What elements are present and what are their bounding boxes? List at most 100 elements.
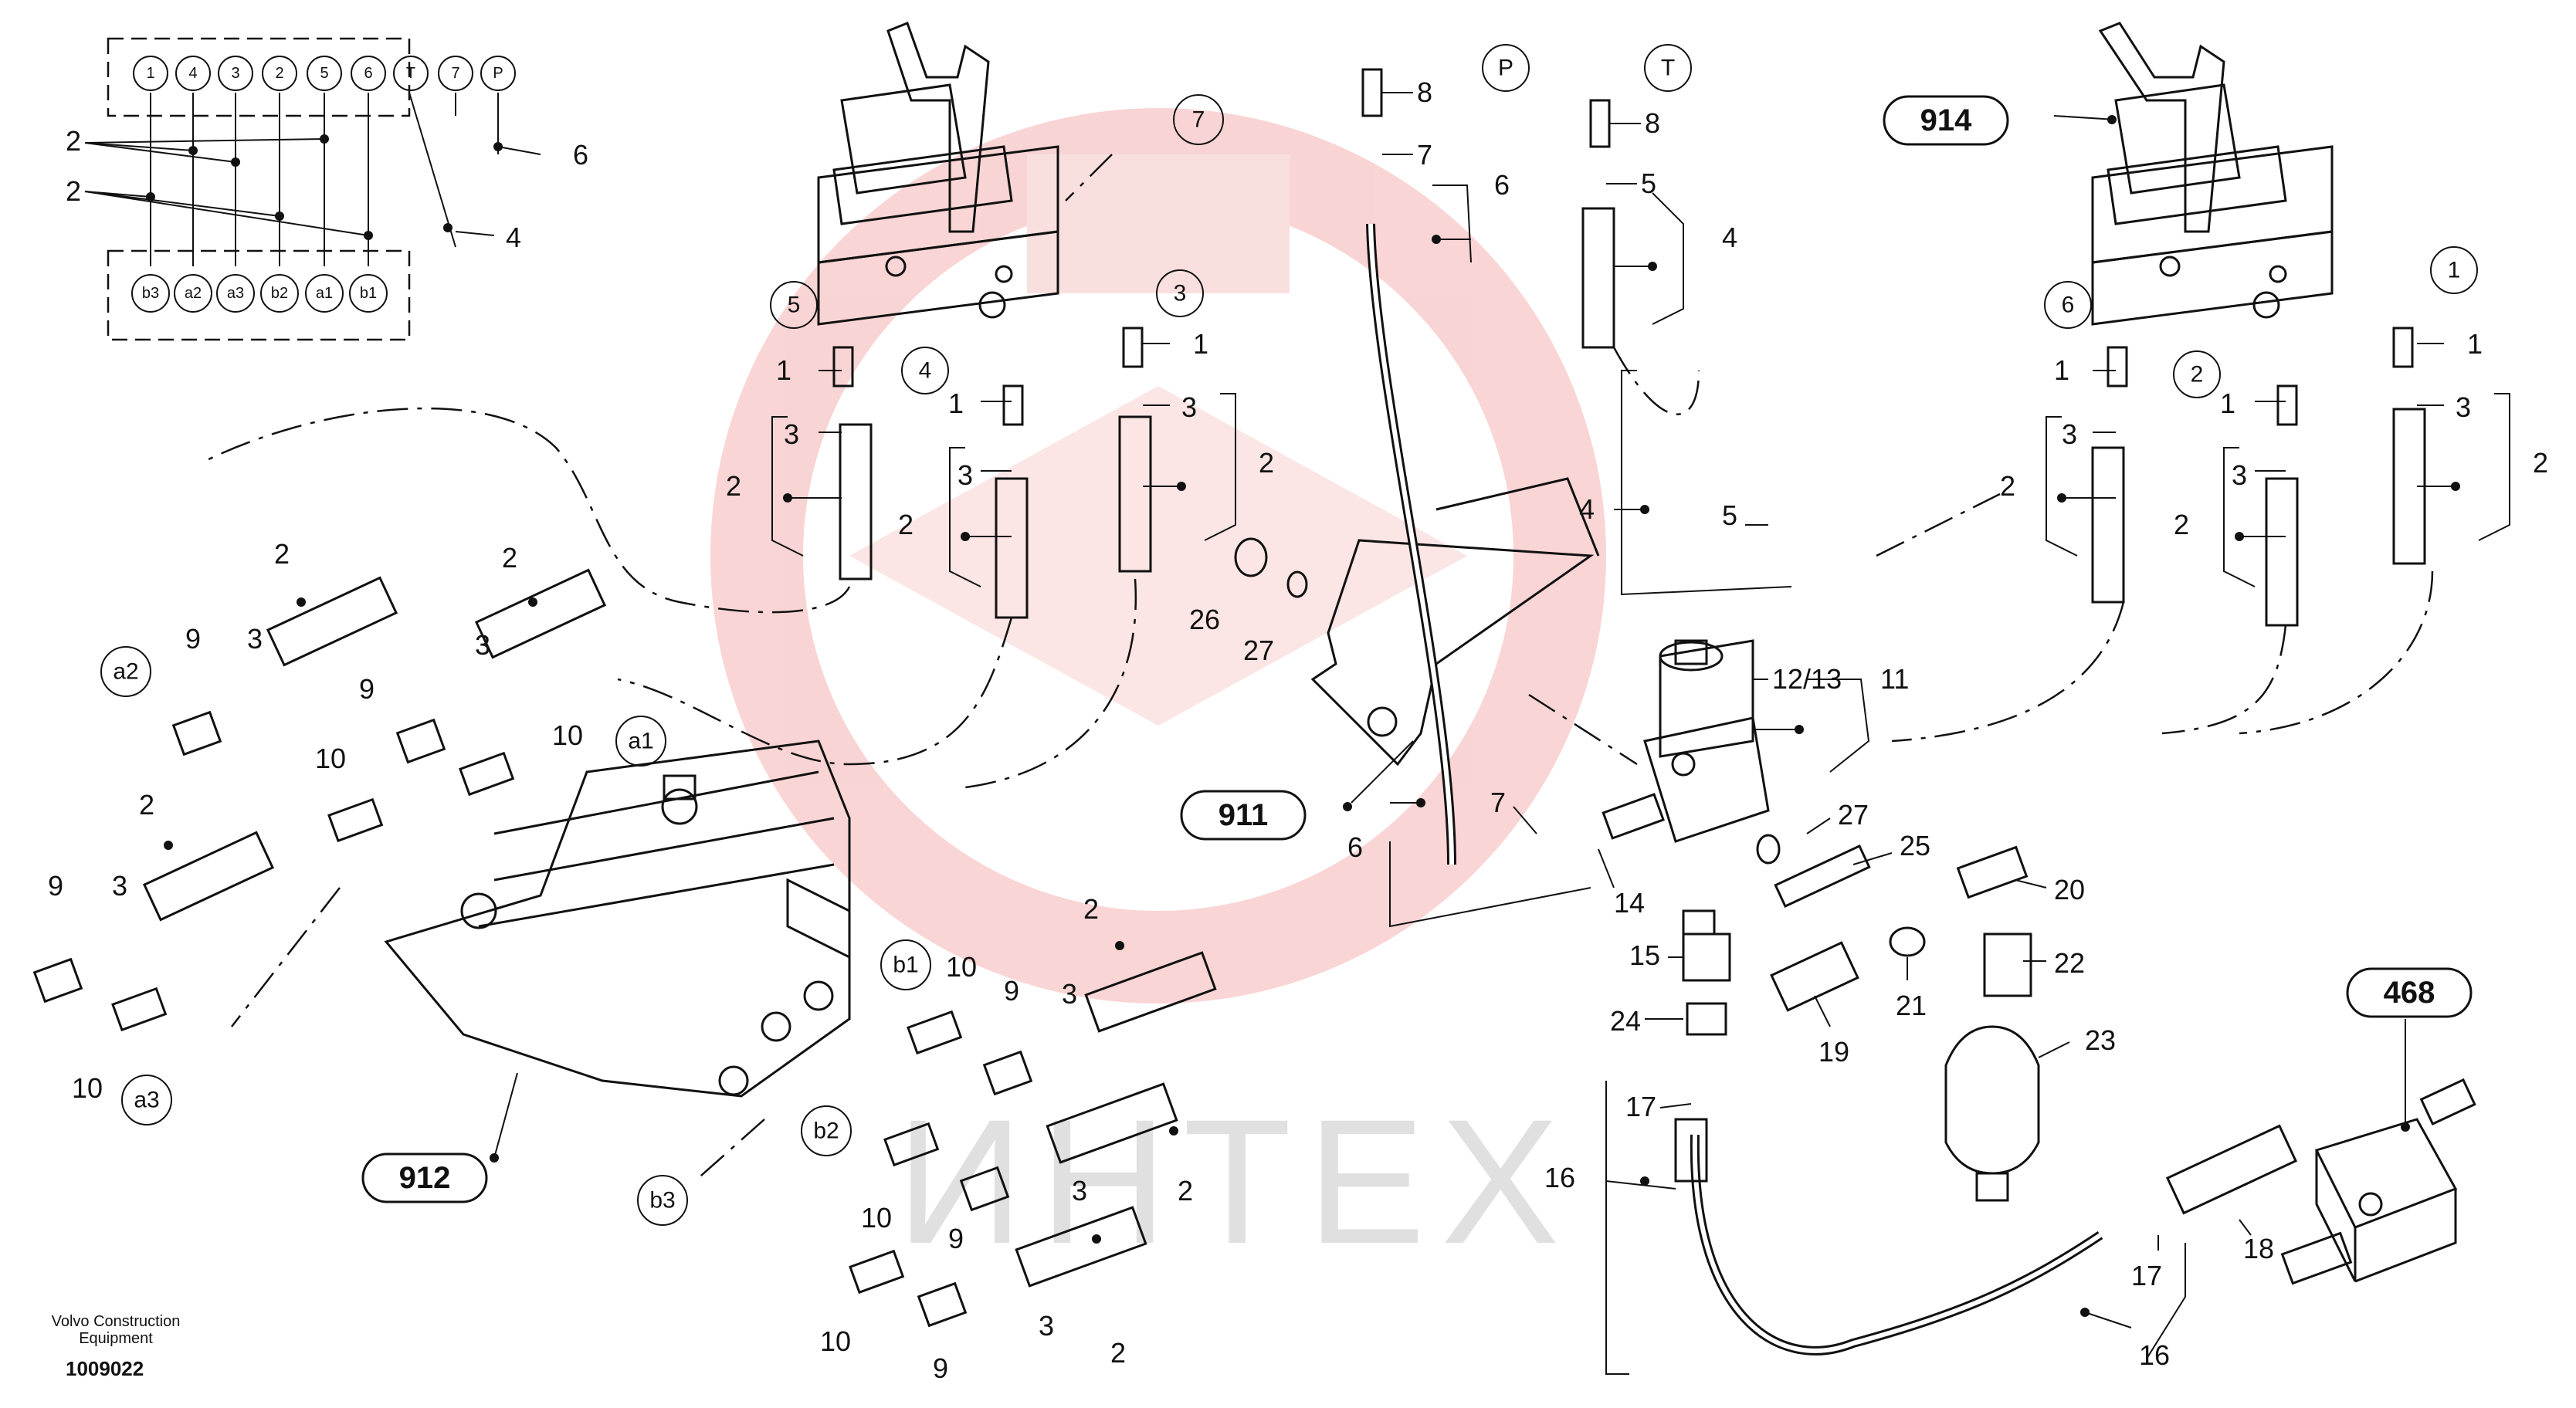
watermark-text: ИНТЕХ	[897, 1082, 1575, 1281]
schem-top-label: P	[493, 65, 503, 82]
callout-label: 3	[1174, 281, 1187, 306]
brand-line-1: Volvo Construction	[52, 1313, 181, 1330]
part-number: 2	[2533, 447, 2548, 479]
part-number: 26	[1189, 604, 1220, 635]
part-number: 6	[1347, 831, 1363, 863]
part-number: 3	[784, 418, 799, 450]
ref-label: 911	[1219, 798, 1269, 832]
routing-lines	[200, 154, 2434, 1182]
part-number: 9	[359, 673, 375, 705]
part-number: 15	[1629, 939, 1660, 971]
schem-top-label: 6	[364, 65, 372, 82]
ref-label: 912	[399, 1161, 451, 1195]
part-number: 10	[861, 1202, 892, 1234]
part-number: 2	[1083, 893, 1099, 925]
part-number: 3	[958, 459, 973, 491]
part-number: 17	[2131, 1260, 2162, 1291]
schem-bottom-label: a2	[185, 285, 202, 302]
schem-top-label: 7	[451, 65, 459, 82]
hoses	[1366, 223, 2103, 1356]
part-number: 14	[1614, 887, 1645, 919]
schem-top-3	[218, 56, 253, 91]
schem-bottom-label: b1	[360, 285, 377, 302]
callout-label: 7	[1192, 107, 1205, 133]
part-number: 3	[112, 870, 127, 902]
accumulator	[1944, 1025, 2040, 1202]
part-number: 2	[1178, 1175, 1193, 1207]
footer: Volvo Construction Equipment 1009022	[52, 1313, 181, 1380]
part-number: 17	[1625, 1091, 1656, 1122]
callout-P	[1482, 44, 1530, 92]
part-number: 9	[933, 1352, 948, 1384]
schem-top-T	[393, 56, 429, 91]
leader-lines	[493, 92, 2510, 1375]
right-joystick	[2091, 22, 2334, 326]
schem-top-label: 3	[231, 65, 239, 82]
schem-bottom-a2	[174, 274, 212, 313]
schem-top-2	[262, 56, 297, 91]
schem-top-label: T	[406, 65, 415, 82]
solenoid-valve	[1643, 639, 1770, 843]
part-number: 9	[948, 1223, 964, 1254]
part-number: 8	[1645, 107, 1660, 139]
callout-label: 5	[788, 293, 801, 318]
bracket-911	[1310, 477, 1600, 767]
schem-bottom-label: b2	[271, 285, 288, 302]
part-number: 9	[1004, 975, 1019, 1007]
part-number: 10	[552, 719, 583, 751]
part-number: 7	[1417, 139, 1432, 171]
callout-a1	[615, 716, 666, 767]
part-number: 10	[72, 1072, 103, 1104]
ref-911	[1180, 790, 1307, 841]
part-number: 3	[2232, 459, 2247, 491]
part-labels: 8 7 6 8 5 4 1 3 2 1 3 2 1 3 2 26 27 4 5 …	[48, 76, 2548, 1384]
part-number: 2	[2174, 509, 2189, 540]
valve-block-468	[2314, 1118, 2458, 1283]
callout-T	[1644, 44, 1692, 92]
schem-top-6	[351, 56, 386, 91]
callout-label: b2	[813, 1119, 839, 1144]
part-number: 21	[1896, 990, 1927, 1021]
part-number: 2	[1259, 447, 1274, 479]
leader-dots	[164, 115, 2460, 1317]
part-number: 2	[274, 538, 290, 570]
callout-5	[770, 281, 818, 329]
part-number: 2	[502, 542, 517, 574]
part-number: 1	[2054, 354, 2069, 386]
schem-bottom-b1	[349, 274, 388, 313]
callout-label: a3	[134, 1088, 159, 1113]
schem-label-4: 4	[506, 222, 521, 253]
port-schematic: 1 4 3 2 5 6 T 7 P b3 a2 a3 b2 a1 b1	[66, 37, 588, 341]
ref-912	[361, 1152, 488, 1203]
left-joystick	[817, 22, 1059, 326]
callout-label: b3	[649, 1188, 675, 1213]
schem-bottom-b3	[131, 274, 170, 313]
part-number: 2	[2000, 470, 2015, 502]
callout-7	[1173, 94, 1224, 145]
callout-b2	[801, 1105, 852, 1156]
part-number: 5	[1641, 168, 1656, 199]
part-number: 4	[1722, 222, 1737, 253]
part-number: 2	[726, 470, 741, 502]
part-number: 3	[2062, 418, 2077, 450]
part-number: 3	[475, 629, 490, 661]
callout-label: 1	[2448, 258, 2461, 283]
part-number: 7	[1490, 787, 1506, 818]
schem-bottom-a3	[216, 274, 255, 313]
callout-label: a2	[113, 659, 138, 685]
callout-label: b1	[893, 953, 918, 978]
part-number: 10	[946, 951, 977, 983]
callout-a2	[100, 646, 151, 697]
part-number: 3	[2456, 391, 2471, 423]
schem-label-2b: 2	[66, 175, 81, 207]
part-number: 3	[1181, 391, 1197, 423]
part-number: 6	[1494, 169, 1510, 201]
ref-label: 914	[1920, 103, 1972, 137]
part-number: 1	[948, 388, 964, 419]
callout-label: T	[1661, 56, 1675, 81]
schem-top-1	[133, 56, 168, 91]
part-number: 2	[898, 509, 913, 540]
schem-top-7	[438, 56, 473, 91]
part-number: 1	[776, 354, 791, 386]
